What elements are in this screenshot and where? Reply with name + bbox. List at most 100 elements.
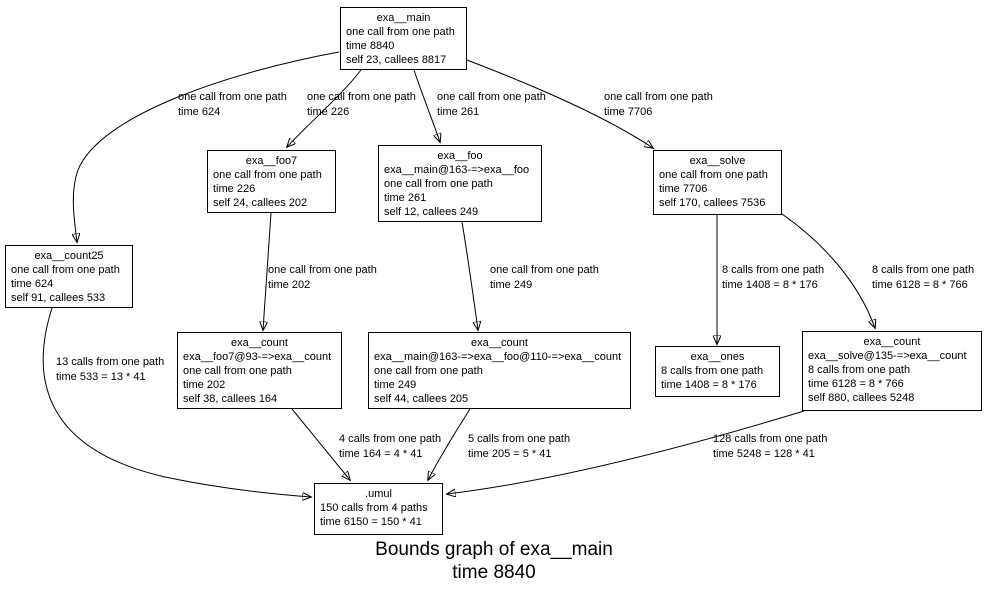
edge-label-foo-count: one call from one path time 249 [490, 263, 599, 293]
edge-label-foo7-count: one call from one path time 202 [268, 263, 377, 293]
graph-title: Bounds graph of exa__main time 8840 [244, 538, 744, 584]
edge-main-to-foo [413, 69, 440, 142]
node-title: exa__count25 [34, 250, 104, 262]
node-line: time 249 [374, 379, 417, 391]
edge-foo7-to-count [263, 212, 272, 330]
node-line: self 23, callees 8817 [346, 54, 447, 66]
edge-label-line: one call from one path [604, 91, 713, 103]
node-line: one call from one path [659, 169, 768, 181]
edge-solve-to-count [781, 213, 875, 328]
edge-label-main-count25: one call from one path time 624 [178, 90, 287, 120]
edge-countfoo7-to-umul [291, 408, 350, 480]
edge-label-line: one call from one path [490, 264, 599, 276]
node-title: exa__solve [689, 155, 746, 167]
edge-main-to-foo7 [287, 69, 362, 147]
node-line: time 202 [183, 379, 226, 391]
node-line: self 12, callees 249 [384, 206, 479, 218]
edge-label-count25-umul: 13 calls from one path time 533 = 13 * 4… [56, 355, 164, 385]
edge-label-countfoo-umul: 5 calls from one path time 205 = 5 * 41 [468, 432, 570, 462]
edge-label-line: one call from one path [268, 264, 377, 276]
edge-label-line: 5 calls from one path [468, 433, 571, 445]
node-title: exa__foo7 [245, 155, 298, 167]
node-exa-count-via-solve: exa__count exa__solve@135-=>exa__count 8… [802, 331, 982, 411]
edge-count25-to-umul [42, 307, 311, 497]
node-line: time 8840 [346, 40, 395, 52]
edge-label-line: time 261 [437, 106, 480, 118]
node-exa-count-via-foo: exa__count exa__main@163-=>exa__foo@110-… [368, 332, 631, 409]
node-line: one call from one path [346, 26, 455, 38]
node-exa-foo7: exa__foo7 one call from one path time 22… [207, 150, 336, 213]
edge-label-solve-count: 8 calls from one path time 6128 = 8 * 76… [872, 263, 974, 293]
edge-label-line: time 249 [490, 279, 533, 291]
node-exa-count25: exa__count25 one call from one path time… [5, 245, 133, 308]
edge-label-line: 8 calls from one path [722, 264, 825, 276]
node-line: self 44, callees 205 [374, 393, 469, 405]
edge-label-line: time 205 = 5 * 41 [468, 448, 552, 460]
node-line: time 6150 = 150 * 41 [320, 516, 422, 528]
graph-title-line1: Bounds graph of exa__main [375, 539, 613, 560]
node-line: exa__solve@135-=>exa__count [808, 350, 967, 362]
edge-label-line: one call from one path [307, 91, 416, 103]
node-exa-foo: exa__foo exa__main@163-=>exa__foo one ca… [378, 145, 542, 222]
edge-label-countfoo7-umul: 4 calls from one path time 164 = 4 * 41 [339, 432, 441, 462]
edge-label-line: time 533 = 13 * 41 [56, 371, 146, 383]
node-line: one call from one path [183, 365, 292, 377]
node-line: time 1408 = 8 * 176 [661, 379, 757, 391]
node-line: one call from one path [374, 365, 483, 377]
node-exa-solve: exa__solve one call from one path time 7… [653, 150, 782, 215]
edge-label-line: time 624 [178, 106, 221, 118]
node-line: time 7706 [659, 183, 708, 195]
edge-label-countsolve-umul: 128 calls from one path time 5248 = 128 … [713, 432, 827, 462]
node-title: exa__count [863, 336, 921, 348]
edge-label-line: time 7706 [604, 106, 653, 118]
node-exa-ones: exa__ones 8 calls from one path time 140… [655, 346, 780, 397]
edge-label-line: time 164 = 4 * 41 [339, 448, 423, 460]
node-line: exa__foo7@93-=>exa__count [183, 351, 332, 363]
node-line: time 226 [213, 183, 256, 195]
edge-label-main-solve: one call from one path time 7706 [604, 90, 713, 120]
edge-label-line: one call from one path [437, 91, 546, 103]
node-exa-main: exa__main one call from one path time 88… [340, 7, 467, 70]
node-line: self 170, callees 7536 [659, 197, 766, 209]
edge-label-line: 128 calls from one path [713, 433, 828, 445]
edge-label-line: 8 calls from one path [872, 264, 975, 276]
node-line: one call from one path [213, 169, 322, 181]
node-umul: .umul 150 calls from 4 paths time 6150 =… [314, 483, 443, 535]
edge-label-line: 4 calls from one path [339, 433, 442, 445]
node-line: self 38, callees 164 [183, 393, 278, 405]
node-title: exa__ones [690, 351, 745, 363]
edge-label-line: 13 calls from one path [56, 356, 165, 368]
edge-label-main-foo7: one call from one path time 226 [307, 90, 416, 120]
node-title: .umul [365, 488, 392, 500]
node-title: exa__main [376, 12, 431, 24]
edge-main-to-solve [466, 59, 653, 148]
edge-countsolve-to-umul [447, 410, 805, 494]
node-line: self 91, callees 533 [11, 292, 106, 304]
node-title: exa__foo [437, 150, 483, 162]
edge-label-line: time 1408 = 8 * 176 [722, 279, 818, 291]
node-line: self 880, callees 5248 [808, 392, 915, 404]
node-line: exa__main@163-=>exa__foo [384, 164, 530, 176]
node-line: 8 calls from one path [808, 364, 911, 376]
node-line: time 6128 = 8 * 766 [808, 378, 904, 390]
node-title: exa__count [471, 337, 528, 349]
edge-label-solve-ones: 8 calls from one path time 1408 = 8 * 17… [722, 263, 824, 293]
edge-label-line: one call from one path [178, 91, 287, 103]
node-line: time 261 [384, 192, 427, 204]
node-line: one call from one path [11, 264, 120, 276]
node-line: 8 calls from one path [661, 365, 764, 377]
edge-foo-to-count [461, 221, 478, 330]
edge-label-line: time 5248 = 128 * 41 [713, 448, 815, 460]
edge-main-to-count25 [73, 51, 340, 242]
node-line: self 24, callees 202 [213, 197, 308, 209]
node-exa-count-via-foo7: exa__count exa__foo7@93-=>exa__count one… [177, 332, 342, 409]
edge-label-line: time 202 [268, 279, 311, 291]
edge-label-line: time 226 [307, 106, 350, 118]
node-line: 150 calls from 4 paths [320, 502, 428, 514]
node-line: time 624 [11, 278, 54, 290]
graph-title-line2: time 8840 [452, 562, 536, 583]
edge-label-line: time 6128 = 8 * 766 [872, 279, 968, 291]
node-title: exa__count [231, 337, 288, 349]
